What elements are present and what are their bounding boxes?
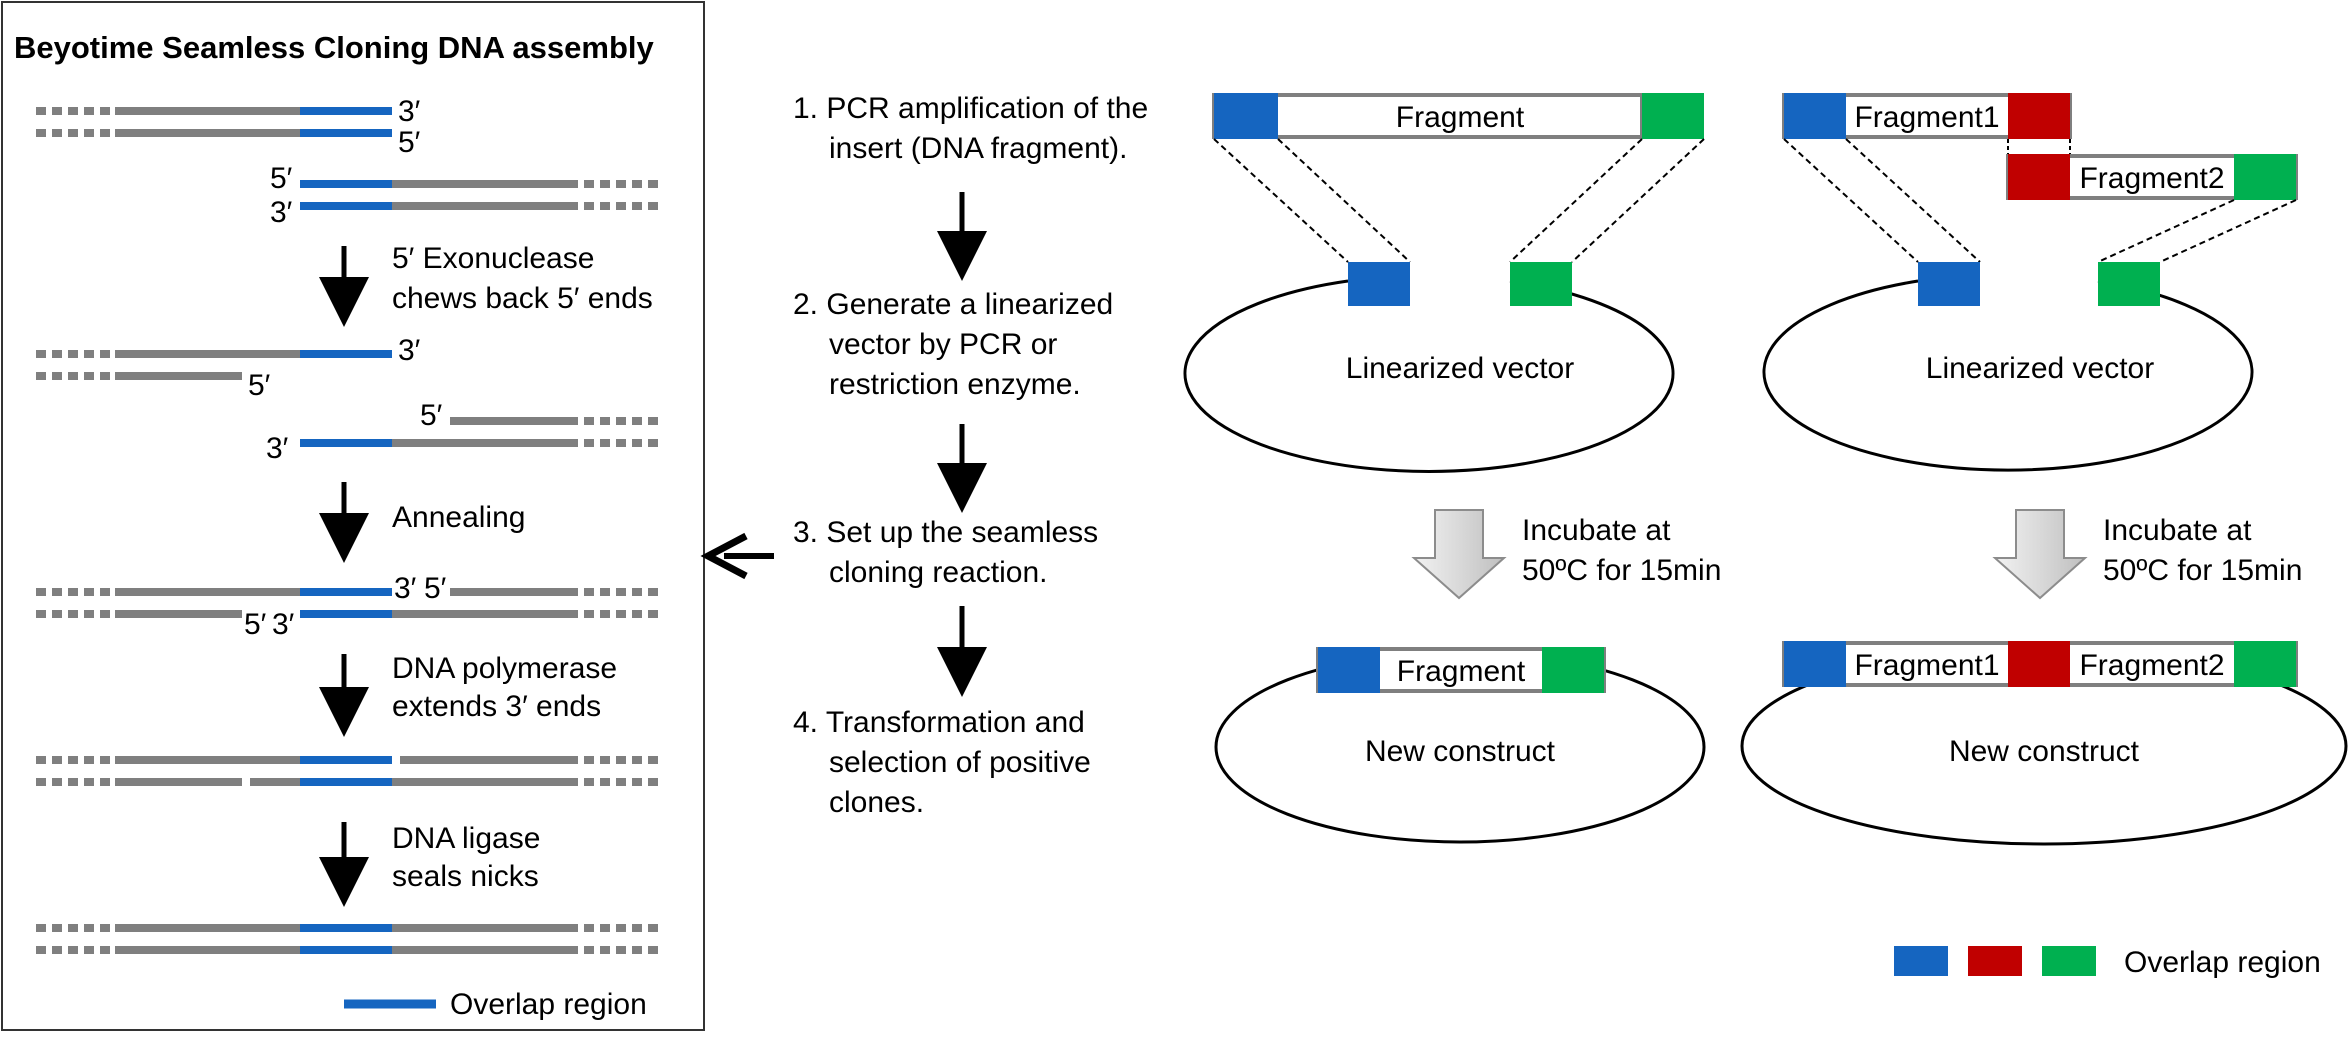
label-5prime: 5′ (244, 608, 267, 641)
overlap-block-blue (1214, 93, 1278, 139)
workflow-step-4-line3: clones. (829, 786, 924, 819)
projection-line (1213, 138, 1349, 263)
new-construct-label: New construct (1949, 735, 2140, 768)
overlap-block-blue (1784, 641, 1846, 687)
overlap-block-red (2008, 93, 2070, 139)
fragment-label: Fragment (1396, 101, 1525, 134)
incubate-arrow (1411, 509, 1507, 600)
incubate-line1: Incubate at (2103, 514, 2252, 547)
step-4-line2: seals nicks (392, 860, 539, 893)
workflow-step-4-line2: selection of positive (829, 746, 1091, 779)
linearized-vector (1762, 279, 2254, 472)
workflow-step-2-line3: restriction enzyme. (829, 368, 1081, 401)
label-5prime: 5′ (248, 369, 271, 402)
stage-3-molecules: 3′ 5′ 5′ 3′ (36, 572, 658, 641)
construct-fragment1-label: Fragment1 (1854, 649, 1999, 682)
stage-5-molecules (36, 924, 658, 954)
left-legend-label: Overlap region (450, 988, 647, 1021)
overlap-block-red (2008, 641, 2070, 687)
label-5prime: 5′ (270, 162, 293, 195)
label-3prime: 3′ (270, 196, 293, 229)
pointer-arrow-head (700, 532, 748, 580)
projection-line (1509, 138, 1643, 263)
projection-line (1277, 138, 1411, 263)
workflow-step-1-line1: 1. PCR amplification of the (793, 92, 1148, 125)
projection-line (1845, 138, 1981, 263)
workflow-steps: 1. PCR amplification of the insert (DNA … (793, 92, 1148, 819)
new-construct-label: New construct (1365, 735, 1556, 768)
label-3prime: 3′ (272, 608, 295, 641)
legend-swatch-red (1968, 946, 2022, 976)
label-3prime: 3′ (398, 95, 421, 128)
step-1-line1: 5′ Exonuclease (392, 242, 594, 275)
workflow-step-1-line2: insert (DNA fragment). (829, 132, 1127, 165)
workflow-step-2-line1: 2. Generate a linearized (793, 288, 1113, 321)
label-3prime: 3′ (266, 432, 289, 465)
overlap-block-green (1642, 93, 1704, 139)
overlap-block-blue (1918, 262, 1980, 306)
step-3-line2: extends 3′ ends (392, 690, 601, 723)
incubate-line2: 50ºC for 15min (2103, 554, 2302, 587)
vector-label: Linearized vector (1346, 352, 1574, 385)
step-2-line1: Annealing (392, 501, 525, 534)
label-3prime: 3′ (398, 334, 421, 367)
linearized-vector (1183, 279, 1675, 473)
left-panel-title: Beyotime Seamless Cloning DNA assembly (14, 30, 654, 65)
stage-4-molecules (36, 756, 658, 786)
overlap-block-green (2234, 154, 2296, 200)
construct-fragment2-label: Fragment2 (2079, 649, 2224, 682)
step-3-line1: DNA polymerase (392, 652, 617, 685)
fragment-bar (1212, 93, 1644, 139)
overlap-block-green (2098, 262, 2160, 306)
pointer-arrow (700, 532, 774, 580)
construct-fragment-label: Fragment (1397, 655, 1526, 688)
workflow-step-3-line2: cloning reaction. (829, 556, 1047, 589)
left-panel-frame (1, 1, 705, 1031)
label-3prime: 3′ (394, 572, 417, 605)
label-5prime: 5′ (424, 572, 447, 605)
legend-swatch-green (2042, 946, 2096, 976)
overlap-block-blue (1784, 93, 1846, 139)
multi-fragment-scheme: Fragment1 Fragment2 Linearized vector In… (1740, 93, 2348, 846)
single-fragment-scheme: Fragment Linearized vector Incubate at 5… (1183, 93, 1721, 844)
legend-label: Overlap region (2124, 946, 2321, 979)
workflow-step-2-line2: vector by PCR or (829, 328, 1057, 361)
incubate-line2: 50ºC for 15min (1522, 554, 1721, 587)
overlap-block-green (2234, 641, 2296, 687)
incubate-arrow (1992, 509, 2088, 600)
workflow-step-4-line1: 4. Transformation and (793, 706, 1085, 739)
left-panel: Beyotime Seamless Cloning DNA assembly 3… (1, 1, 705, 1031)
step-4-line1: DNA ligase (392, 822, 540, 855)
stage-1-molecules: 3′ 5′ 5′ 3′ (36, 95, 658, 229)
workflow-step-3-line1: 3. Set up the seamless (793, 516, 1098, 549)
legend-swatch-blue (1894, 946, 1948, 976)
fragment1-label: Fragment1 (1854, 101, 1999, 134)
overlap-legend: Overlap region (1894, 946, 2321, 979)
label-5prime: 5′ (420, 399, 443, 432)
stage-2-molecules: 3′ 5′ 5′ 3′ (36, 334, 658, 465)
step-1-line2: chews back 5′ ends (392, 282, 653, 315)
overlap-block-green (1510, 262, 1572, 306)
vector-label: Linearized vector (1926, 352, 2154, 385)
overlap-block-red (2008, 154, 2070, 200)
projection-line (2159, 199, 2297, 263)
overlap-block-blue (1348, 262, 1410, 306)
overlap-block-blue (1318, 647, 1380, 693)
label-5prime: 5′ (398, 126, 421, 159)
projection-line (1783, 138, 1919, 263)
overlap-block-green (1542, 647, 1604, 693)
fragment2-label: Fragment2 (2079, 162, 2224, 195)
projection-line (1571, 138, 1705, 263)
projection-line (2097, 199, 2235, 263)
incubate-line1: Incubate at (1522, 514, 1671, 547)
